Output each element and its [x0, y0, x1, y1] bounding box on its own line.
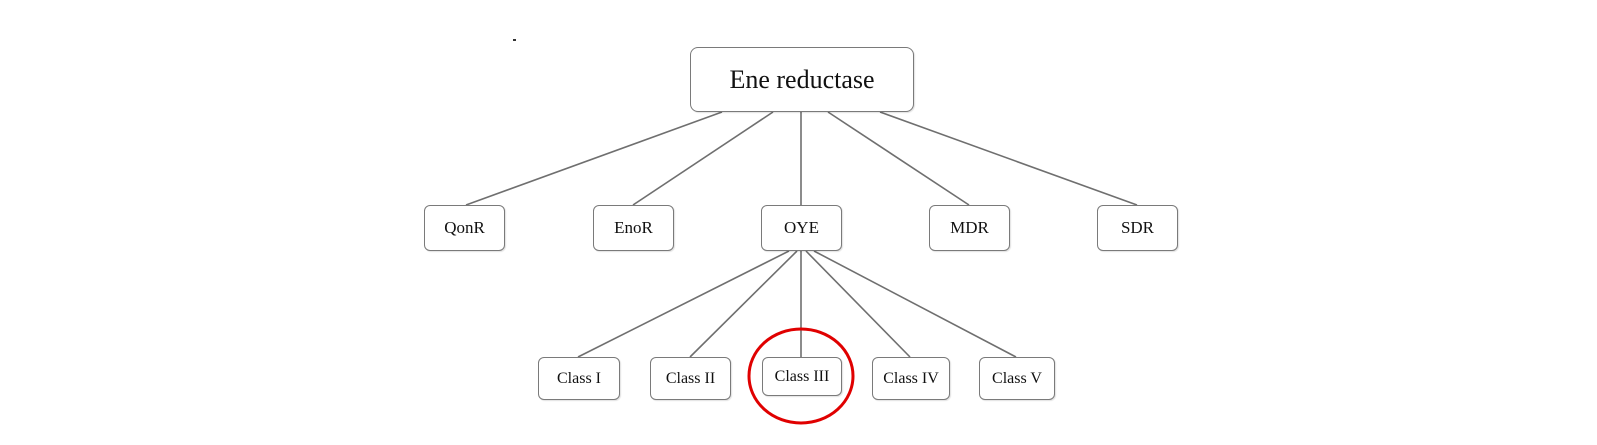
node-class-2: Class II	[650, 357, 731, 400]
node-label: EnoR	[614, 218, 653, 237]
edge-root-mdr	[827, 111, 970, 206]
node-label: Class V	[992, 369, 1042, 387]
node-label: Class III	[774, 367, 830, 385]
edge-root-enor	[632, 111, 774, 206]
edge-root-sdr	[879, 111, 1138, 206]
node-label: OYE	[784, 218, 819, 237]
node-label: QonR	[444, 218, 485, 237]
highlight-circle	[747, 327, 855, 425]
node-root-ene-reductase: Ene reductase	[690, 47, 914, 112]
edge-oye-class-5	[813, 250, 1017, 358]
edge-oye-class-2	[689, 250, 798, 358]
node-mdr: MDR	[929, 205, 1010, 251]
node-label: Class I	[557, 369, 601, 387]
node-label: Class II	[665, 369, 716, 387]
edge-root-qonr	[465, 111, 723, 206]
node-qonr: QonR	[424, 205, 505, 251]
node-class-1: Class I	[538, 357, 620, 400]
node-class-5: Class V	[979, 357, 1055, 400]
node-label: Ene reductase	[729, 64, 875, 94]
stray-mark	[513, 39, 516, 41]
node-label: MDR	[950, 218, 989, 237]
node-sdr: SDR	[1097, 205, 1178, 251]
node-label: Class IV	[883, 369, 939, 387]
edge-oye-class-4	[805, 250, 911, 358]
edge-oye-class-1	[577, 250, 790, 358]
node-oye: OYE	[761, 205, 842, 251]
node-class-3: Class III	[762, 357, 842, 396]
node-class-4: Class IV	[872, 357, 950, 400]
node-enor: EnoR	[593, 205, 674, 251]
node-label: SDR	[1120, 218, 1155, 237]
